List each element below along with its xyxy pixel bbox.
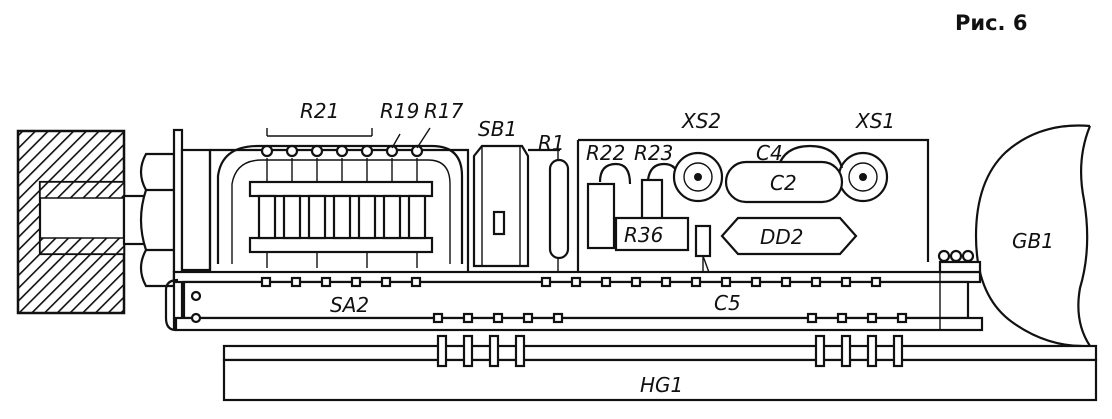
resistor-r20 [282,144,302,240]
resistor-r16 [382,144,402,240]
label-c4: C4 [756,141,783,165]
mounting-block [16,129,126,315]
label-r1: R1 [538,131,565,155]
chip-dd2 [720,216,858,256]
label-c2: C2 [770,171,797,195]
label-r17: R17 [424,99,464,123]
resistor-r1 [548,144,570,272]
label-dd2: DD2 [760,225,804,249]
figure-caption: Рис. 6 [955,11,1027,35]
resistor-r19 [307,144,327,240]
label-r22: R22 [586,141,625,165]
indicator-hg1 [222,334,1098,402]
socket-xs1 [837,151,889,203]
socket-xs2 [672,151,724,203]
resistor-r22 [586,162,632,250]
resistor-r23 [640,162,680,222]
capacitor-c4 [776,144,844,169]
label-r36: R36 [624,223,663,247]
indicator-teeth-left [436,334,526,368]
label-sa2: SA2 [330,293,369,317]
switch-contacts-top [260,276,882,288]
resistor-r18 [332,144,352,240]
label-gb1: GB1 [1012,229,1054,253]
label-c5: C5 [714,291,741,315]
label-hg1: HG1 [640,373,683,397]
label-xs2: XS2 [681,109,721,133]
battery-gb1 [974,124,1092,348]
resistor-r21 [257,144,277,240]
circuit-board-frame [208,138,930,272]
label-sb1: SB1 [478,117,517,141]
resistor-r15 [407,144,427,240]
resistor-bank [216,127,464,268]
resistor-r36 [614,216,690,252]
label-r19: R19 [380,99,419,123]
shaft-nut-assembly [122,128,212,330]
button-sb1 [472,144,530,268]
capacitor-c2 [724,160,844,204]
switch-contacts-bottom [432,312,908,324]
resistor-r17 [357,144,377,240]
indicator-teeth-right [814,334,904,368]
label-r21: R21 [300,99,339,123]
label-xs1: XS1 [855,109,895,133]
label-r23: R23 [634,141,673,165]
board-end-clips [937,249,982,274]
switch-sa2 [164,270,984,332]
